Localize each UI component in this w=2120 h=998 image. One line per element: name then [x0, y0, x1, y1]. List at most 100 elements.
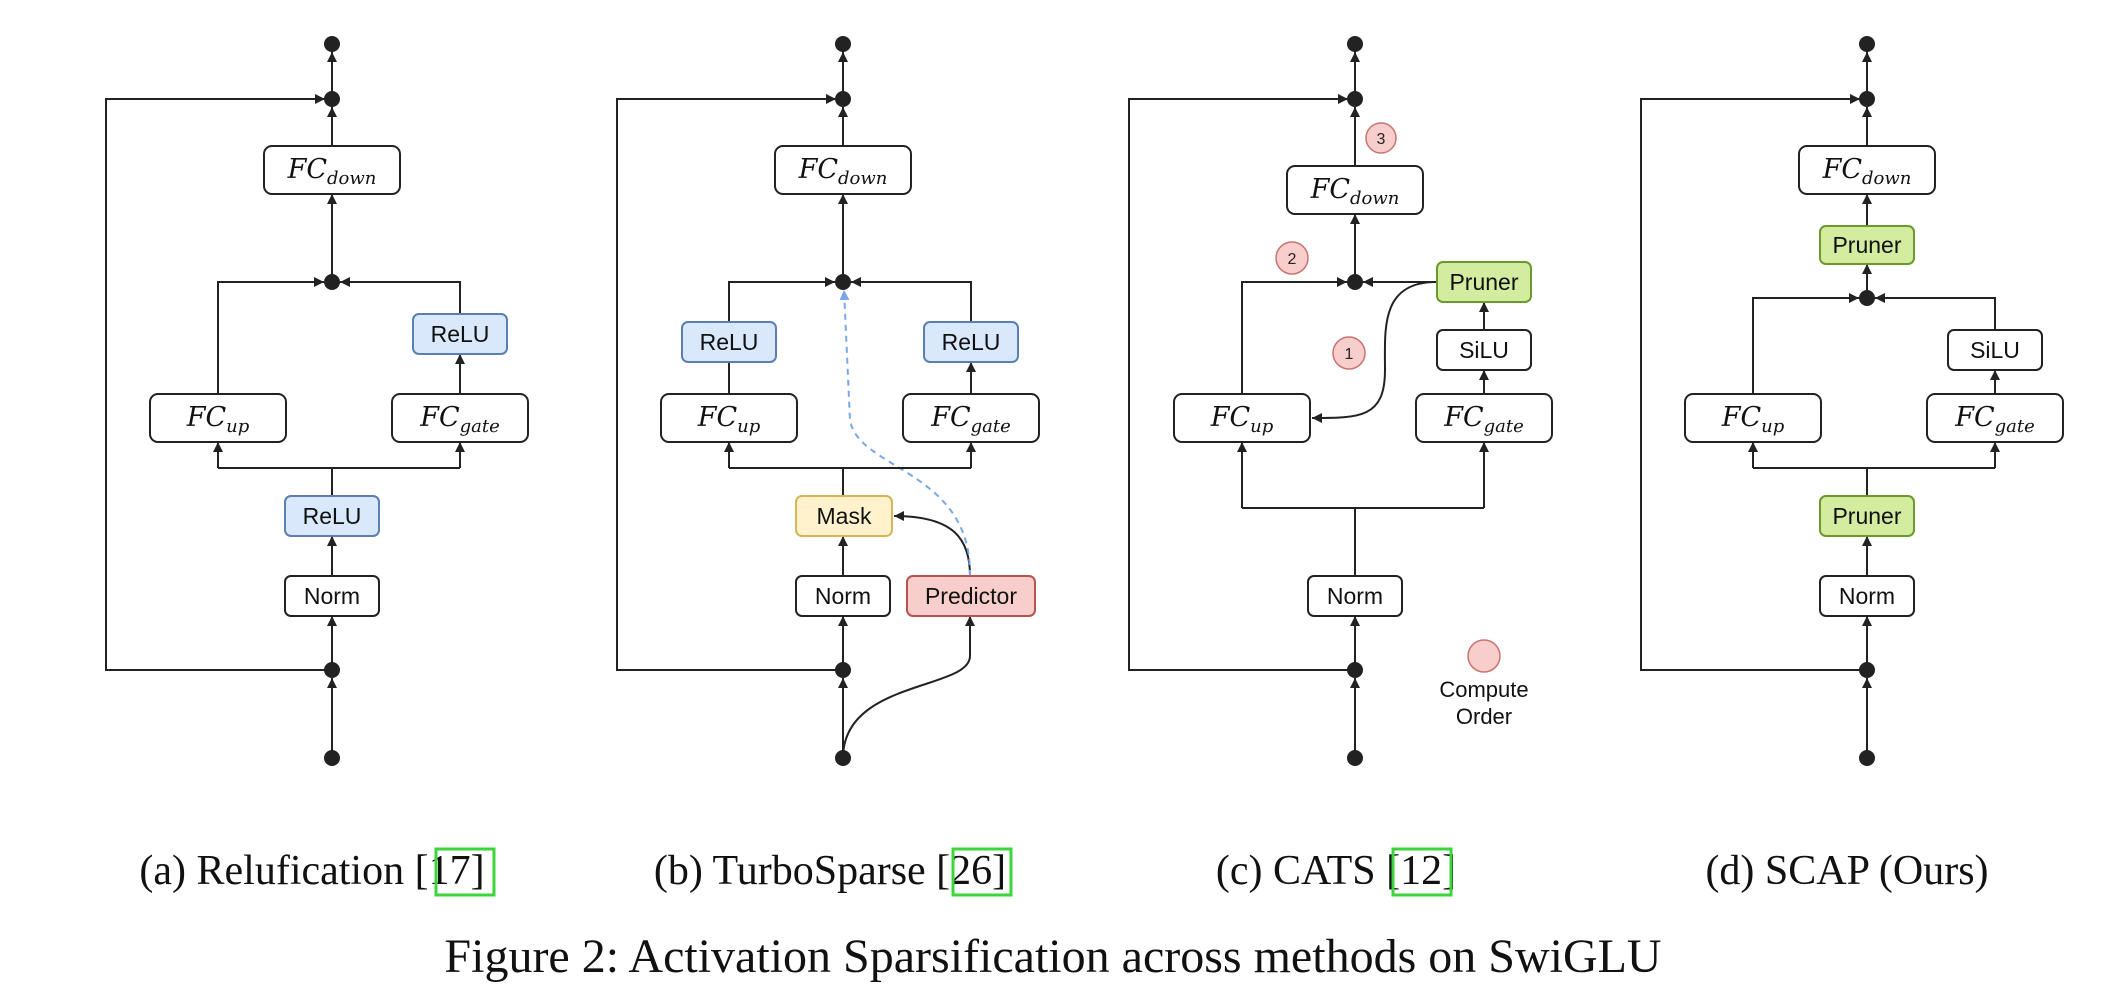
gate-relu-box	[412, 313, 508, 355]
fc-down-box	[1798, 145, 1936, 195]
norm-label: Norm	[304, 583, 360, 609]
silu-box	[1947, 329, 2043, 371]
multiply-node	[324, 274, 340, 290]
pruner-label: Pruner	[1449, 269, 1518, 295]
panel-cats: FCdown FCup FCgate SiLU Pruner Norm 3 2 …	[1128, 36, 1553, 766]
fc-down-box	[1286, 165, 1424, 215]
fc-gate-box	[902, 393, 1040, 443]
input-pruner-label: Pruner	[1832, 503, 1901, 529]
norm-box	[1307, 575, 1403, 617]
panel-relufication: FCdown FCup FCgate ReLU ReLU Norm	[105, 36, 529, 766]
legend-line-1: Compute	[1439, 677, 1528, 702]
norm-label: Norm	[1839, 583, 1895, 609]
residual-split-node	[324, 662, 340, 678]
figure-caption: Figure 2: Activation Sparsification acro…	[444, 930, 1661, 983]
compute-order-3-badge	[1365, 122, 1397, 154]
silu-label: SiLU	[1459, 337, 1509, 363]
fc-gate-box	[1415, 393, 1553, 443]
fc-gate-label: FCgate	[1443, 402, 1524, 437]
panel-scap: FCdown Pruner FCup FCgate SiLU Pruner No…	[1640, 36, 2064, 766]
mask-label: Mask	[817, 503, 872, 529]
gate-relu-box	[923, 321, 1019, 363]
caption-c: (c) CATS [12]	[1216, 848, 1456, 894]
pruner-box	[1436, 261, 1532, 303]
multiply-node	[1859, 290, 1875, 306]
residual-split-node	[1347, 662, 1363, 678]
fc-down-box	[263, 145, 401, 195]
arrow-gate-to-mul	[340, 277, 461, 314]
residual-add-node	[1347, 91, 1363, 107]
mask-box	[795, 495, 893, 537]
citation-26-box[interactable]	[951, 847, 1013, 897]
norm-box	[1819, 575, 1915, 617]
output-node	[324, 36, 340, 52]
multiply-node	[1347, 274, 1363, 290]
input-node	[1859, 750, 1875, 766]
fc-up-box	[1684, 393, 1822, 443]
input-relu-box	[284, 495, 380, 537]
split-bus	[729, 467, 971, 496]
output-pruner-label: Pruner	[1832, 232, 1901, 258]
residual-connection	[616, 94, 843, 671]
residual-add-node	[324, 91, 340, 107]
subcaptions: (a) Relufication [17] (b) TurboSparse [2…	[139, 847, 1989, 897]
norm-box	[795, 575, 891, 617]
gate-relu-label: ReLU	[431, 321, 490, 347]
fc-up-label: FCup	[1210, 402, 1274, 437]
split-bus	[218, 467, 460, 496]
compute-order-2-badge	[1275, 241, 1309, 275]
residual-split-node	[835, 662, 851, 678]
arrow-to-predictor	[842, 616, 975, 759]
input-node	[835, 750, 851, 766]
compute-order-legend-badge	[1467, 639, 1501, 673]
output-pruner-box	[1819, 225, 1915, 265]
norm-label: Norm	[1327, 583, 1383, 609]
input-pruner-box	[1819, 495, 1915, 537]
fc-down-label: FCdown	[287, 154, 377, 189]
arrow-up-to-mul	[1241, 277, 1347, 394]
input-node	[1347, 750, 1363, 766]
gate-relu-label: ReLU	[942, 329, 1001, 355]
fc-up-label: FCup	[186, 402, 250, 437]
legend-line-2: Order	[1456, 704, 1512, 729]
compute-order-1-label: 1	[1345, 346, 1354, 363]
citation-17-box[interactable]	[434, 847, 496, 897]
norm-label: Norm	[815, 583, 871, 609]
fc-gate-label: FCgate	[930, 402, 1011, 437]
caption-b: (b) TurboSparse [26]	[654, 848, 1006, 894]
split-bus	[1242, 507, 1484, 576]
fc-gate-label: FCgate	[419, 402, 500, 437]
output-node	[835, 36, 851, 52]
citation-12-box[interactable]	[1391, 847, 1453, 897]
compute-order-2-label: 2	[1288, 251, 1297, 268]
arrow-pruner-to-fc-up	[1311, 281, 1437, 423]
norm-box	[284, 575, 380, 617]
arrow-up-to-mul	[728, 277, 835, 322]
compute-order-1-badge	[1332, 336, 1366, 370]
residual-add-node	[1859, 91, 1875, 107]
fc-up-label: FCup	[1721, 402, 1785, 437]
silu-box	[1436, 329, 1532, 371]
predictor-dashed-arrow	[839, 289, 972, 577]
arrow-predictor-to-mask	[893, 511, 971, 577]
fc-down-box	[774, 145, 912, 195]
compute-order-3-label: 3	[1377, 131, 1386, 148]
caption-a: (a) Relufication [17]	[139, 848, 484, 894]
residual-connection	[1128, 94, 1355, 671]
split-bus	[1753, 467, 1995, 496]
arrow-gate-to-mul	[1875, 293, 1996, 330]
up-relu-label: ReLU	[700, 329, 759, 355]
residual-connection	[105, 94, 332, 671]
multiply-node	[835, 274, 851, 290]
fc-down-label: FCdown	[1310, 174, 1400, 209]
input-relu-label: ReLU	[303, 503, 362, 529]
arrow-up-to-mul	[217, 277, 324, 394]
output-node	[1859, 36, 1875, 52]
up-relu-box	[681, 321, 777, 363]
fc-down-label: FCdown	[1822, 154, 1912, 189]
fc-up-label: FCup	[697, 402, 761, 437]
fc-up-box	[1173, 393, 1311, 443]
input-node	[324, 750, 340, 766]
arrow-gate-to-mul	[851, 277, 972, 322]
